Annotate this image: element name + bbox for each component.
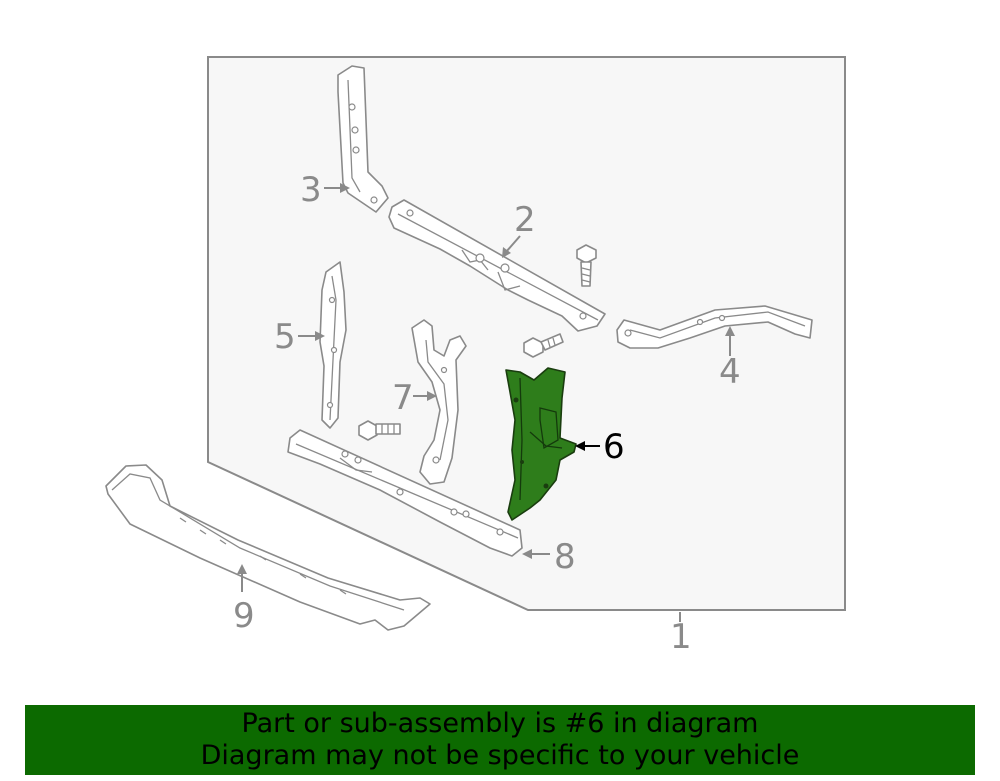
callout-4: 4 <box>719 352 741 392</box>
assembly-panel <box>207 56 846 611</box>
leader-lines <box>237 183 735 622</box>
callout-6: 6 <box>603 427 625 467</box>
banner-line-1: Part or sub-assembly is #6 in diagram <box>241 708 759 739</box>
part-4-side-member[interactable] <box>616 305 813 349</box>
part-3-upright[interactable] <box>337 65 389 213</box>
callout-2: 2 <box>514 200 536 240</box>
bolt-upper <box>576 244 597 287</box>
part-2-upper-crossmember[interactable] <box>388 199 606 332</box>
part-5-side-bracket[interactable] <box>319 261 347 429</box>
part-7-bracket[interactable] <box>411 319 467 485</box>
callout-7: 7 <box>392 378 414 418</box>
callout-8: 8 <box>554 537 576 577</box>
footer-banner: Part or sub-assembly is #6 in diagram Di… <box>25 705 975 775</box>
bolt-middle <box>523 333 564 358</box>
part-8-lower-crossmember[interactable] <box>287 429 523 557</box>
callout-1: 1 <box>670 617 692 657</box>
bolt-lower <box>358 420 401 441</box>
callout-9: 9 <box>233 596 255 636</box>
banner-line-2: Diagram may not be specific to your vehi… <box>200 740 800 771</box>
callout-5: 5 <box>274 317 296 357</box>
callout-3: 3 <box>300 170 322 210</box>
parts-diagram: 3 2 4 5 7 6 8 9 1 <box>105 56 846 657</box>
part-9-lower-deflector[interactable] <box>105 464 431 631</box>
part-6-highlighted-bracket[interactable] <box>505 367 577 521</box>
